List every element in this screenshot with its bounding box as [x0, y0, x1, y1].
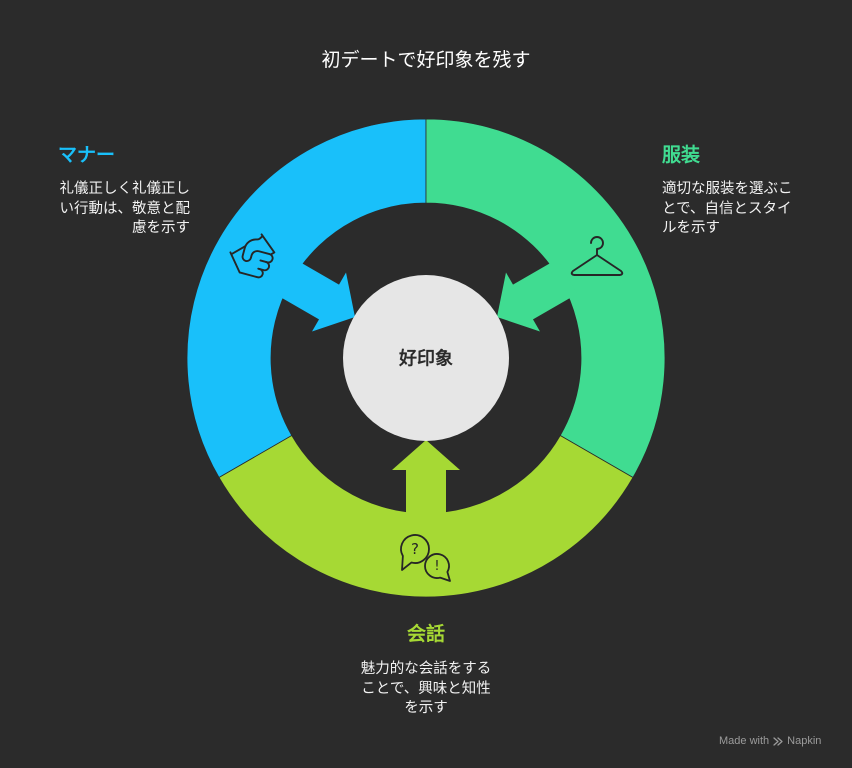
conversation-description: 魅力的な会話をする ことで、興味と知性 を示す	[296, 660, 556, 719]
conversation-title: 会話	[406, 623, 445, 645]
ring-segment-clothing	[425, 118, 666, 479]
made-with-napkin-watermark: Made with Napkin	[719, 733, 821, 749]
manner-description: 礼儀正しく礼儀正し い行動は、敬意と配 慮を示す	[20, 180, 191, 239]
handshake-icon-left-hand	[229, 251, 264, 279]
footer-brand: Napkin	[787, 735, 822, 747]
clothing-description-line: 適切な服装を選ぶこ	[662, 181, 793, 197]
speech-bubbles-icon: ? !	[400, 534, 451, 582]
page-title: 初デートで好印象を残す	[321, 49, 531, 71]
napkin-logo-icon-path	[773, 736, 783, 746]
manner-description-line: い行動は、敬意と配	[59, 200, 191, 217]
handshake-icon-right-cuff	[260, 233, 276, 256]
clothing-description-line: ルを示す	[662, 220, 720, 236]
manner-description-line: 慮を示す	[132, 220, 190, 236]
hanger-icon-hook	[590, 236, 604, 256]
arrow-conversation	[392, 440, 460, 521]
exclamation-mark: !	[434, 559, 439, 574]
inward-arrows	[274, 259, 578, 521]
exclamation-bubble-icon	[424, 553, 451, 582]
conversation-description-line: を示す	[404, 700, 448, 716]
question-bubble-icon	[400, 534, 430, 571]
ring-segment-manner	[186, 118, 427, 479]
manner-description-line: 礼儀正しく礼儀正し	[59, 181, 191, 197]
arrow-clothing	[497, 259, 578, 332]
conversation-description-line: 魅力的な会話をする	[360, 661, 492, 677]
question-mark: ?	[411, 540, 419, 558]
clothing-title: 服装	[662, 144, 701, 166]
handshake-icon-left-cuff	[230, 245, 247, 256]
clothing-description-line: とで、自信とスタイ	[662, 200, 792, 217]
center-circle	[343, 275, 509, 441]
manner-title: マナー	[58, 144, 116, 166]
conversation-description-line: ことで、興味と知性	[361, 680, 491, 697]
handshake-icon	[229, 233, 276, 279]
center-label: 好印象	[398, 348, 453, 370]
napkin-logo-icon	[773, 736, 783, 746]
footer-prefix: Made with	[719, 735, 770, 747]
hanger-icon	[570, 236, 624, 276]
arrow-manner	[274, 259, 355, 332]
handshake-icon-right-hand	[241, 235, 274, 264]
hanger-icon-body	[570, 254, 624, 276]
clothing-description: 適切な服装を選ぶこ とで、自信とスタイ ルを示す	[662, 180, 832, 239]
